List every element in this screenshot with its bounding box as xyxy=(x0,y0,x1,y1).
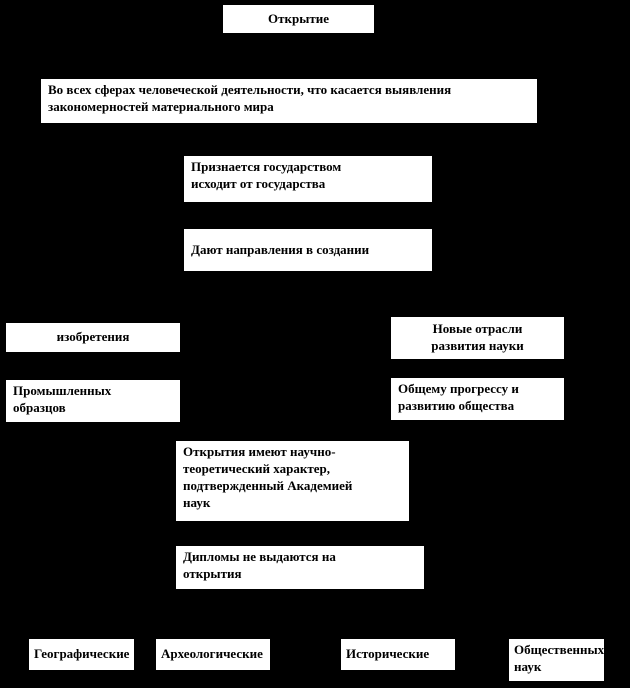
box-give-directions: Дают направления в создании xyxy=(183,228,433,272)
box-geographical: Географические xyxy=(28,638,135,671)
box-social-sciences: Общественных наук xyxy=(508,638,605,682)
box-new-branches: Новые отрасли развития науки xyxy=(390,316,565,360)
box-general-progress: Общему прогрессу и развитию общества xyxy=(390,377,565,421)
box-inventions: изобретения xyxy=(5,322,181,353)
box-no-diplomas: Дипломы не выдаются на открытия xyxy=(175,545,425,590)
box-discovery-title: Открытие xyxy=(222,4,375,34)
box-recognized-by-state: Признается государством исходит от госуд… xyxy=(183,155,433,203)
box-all-spheres: Во всех сферах человеческой деятельности… xyxy=(40,78,538,124)
box-scientific-theoretical-character: Открытия имеют научно- теоретический хар… xyxy=(175,440,410,522)
box-historical: Исторические xyxy=(340,638,456,671)
box-industrial-designs: Промышленных образцов xyxy=(5,379,181,423)
box-archaeological: Археологические xyxy=(155,638,271,671)
